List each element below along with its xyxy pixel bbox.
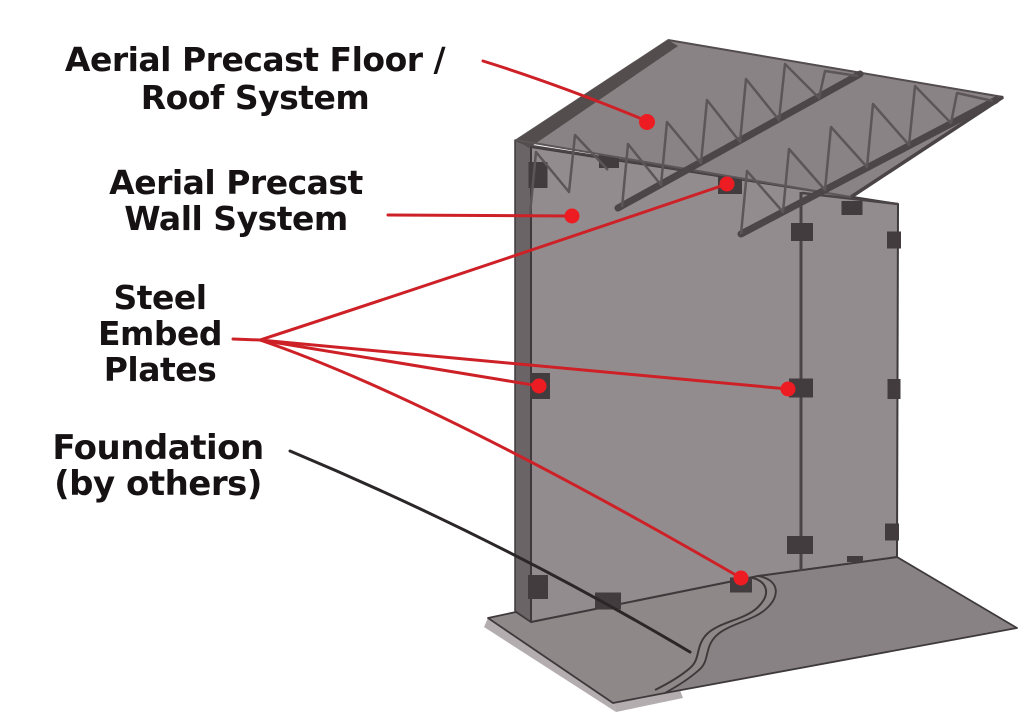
- label-wall-line2: Wall System: [124, 199, 348, 238]
- label-wall-system: Aerial Precast Wall System: [36, 165, 436, 237]
- roof-left-edge-band: [516, 40, 678, 148]
- roof-near-right-edge: [850, 95, 1004, 199]
- embed-plate: [887, 231, 901, 249]
- truss-webs: [528, 62, 994, 235]
- foundation-group: [484, 556, 1018, 712]
- label-foundation-line1: Foundation: [52, 428, 264, 468]
- foundation-slab-far: [664, 556, 1018, 694]
- foundation-side-face-front: [613, 690, 683, 712]
- embed-plate: [847, 556, 863, 562]
- embed-plate: [885, 523, 899, 541]
- label-embed-line3: Plates: [103, 350, 217, 389]
- label-foundation: Foundation (by others): [20, 430, 296, 502]
- truss-web: [739, 84, 994, 235]
- red-leader-lines: [231, 59, 790, 580]
- truss-web: [528, 133, 609, 215]
- label-foundation-line2: (by others): [54, 464, 262, 504]
- foundation-side-face: [484, 618, 616, 712]
- embed-plate: [789, 378, 813, 398]
- embed-plate: [791, 223, 813, 241]
- embed-plate: [528, 162, 548, 188]
- foundation-reveal-line: [654, 576, 768, 691]
- callout-dot-embed-bottom: [733, 570, 749, 586]
- leader-line-roof: [481, 59, 649, 123]
- embed-plate: [595, 592, 621, 610]
- label-embed-line2: Embed: [97, 314, 223, 353]
- roof-group: [515, 39, 1004, 238]
- roof-far-edge: [667, 39, 1004, 98]
- leader-line-foundation: [288, 449, 692, 654]
- callout-dot-embed-mid: [780, 381, 796, 397]
- label-steel-embed-plates: Steel Embed Plates: [60, 280, 260, 388]
- leader-line-embed-left: [258, 338, 541, 388]
- label-roof-line1: Aerial Precast Floor /: [64, 40, 446, 79]
- label-roof-line2: Roof System: [140, 78, 370, 117]
- callout-dot-wall: [564, 208, 580, 224]
- truss-web: [620, 62, 859, 208]
- callout-dot-embed-top: [719, 176, 735, 192]
- label-embed-line1: Steel: [113, 278, 207, 317]
- leader-line-wall: [386, 213, 574, 218]
- leader-line-embed-mid: [258, 338, 790, 391]
- callout-dot-embed-left: [531, 378, 547, 394]
- wall-panel-front-face: [530, 146, 899, 623]
- leader-line-embed-bottom: [258, 338, 743, 580]
- callout-dots: [531, 114, 796, 586]
- leader-line-embed-top: [258, 182, 729, 342]
- embed-plate: [787, 536, 813, 554]
- callout-dot-roof: [639, 114, 655, 130]
- embed-plate: [887, 379, 901, 399]
- embed-plate: [528, 575, 548, 599]
- label-roof-system: Aerial Precast Floor / Roof System: [35, 41, 475, 117]
- embed-plate: [841, 201, 863, 215]
- leader-hub-tail: [231, 337, 262, 342]
- label-wall-line1: Aerial Precast: [109, 163, 363, 202]
